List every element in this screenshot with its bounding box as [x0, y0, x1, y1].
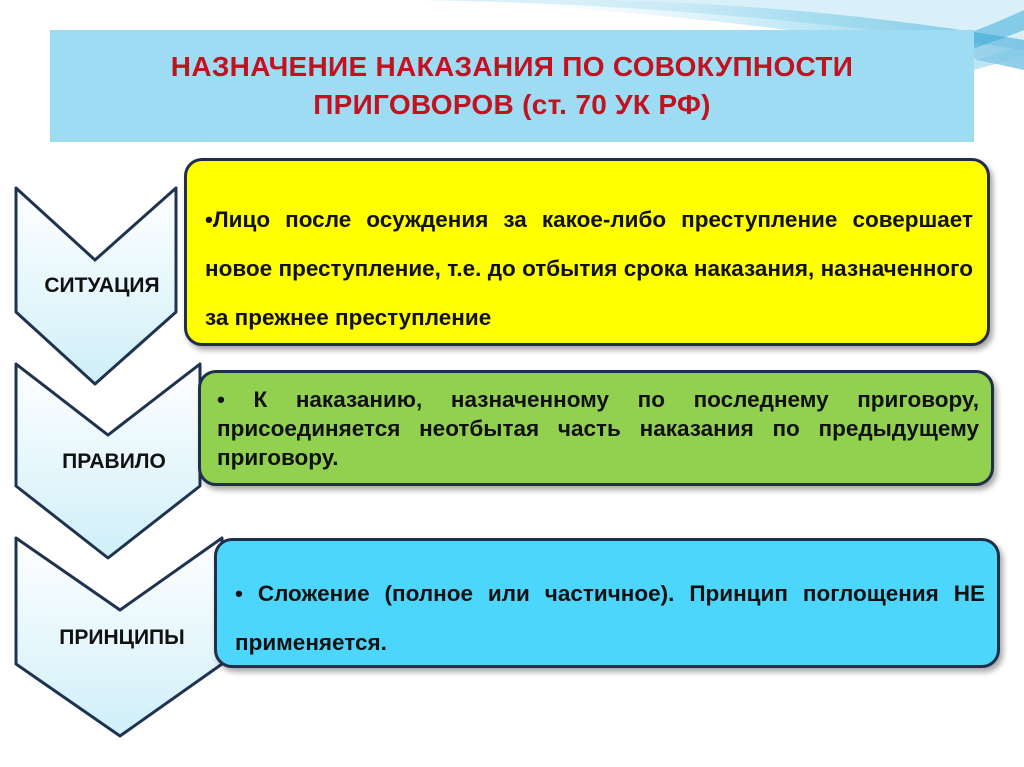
page-title: НАЗНАЧЕНИЕ НАКАЗАНИЯ ПО СОВОКУПНОСТИ ПРИ… [171, 48, 853, 124]
principles-card: • Сложение (полное или частичное). Принц… [214, 538, 1000, 668]
situation-card: •Лицо после осуждения за какое-либо прес… [184, 158, 990, 346]
title-line-1: НАЗНАЧЕНИЕ НАКАЗАНИЯ ПО СОВОКУПНОСТИ [170, 51, 854, 82]
chevron-rule [14, 362, 202, 560]
label-situation: СИТУАЦИЯ [44, 274, 160, 297]
title-line-2: ПРИГОВОРОВ (ст. 70 УК РФ) [313, 89, 711, 120]
chevron-situation [14, 186, 178, 386]
label-principles: ПРИНЦИПЫ [59, 626, 185, 649]
rule-card: • К наказанию, назначенному по последнем… [198, 370, 994, 486]
label-rule: ПРАВИЛО [62, 450, 166, 473]
title-banner: НАЗНАЧЕНИЕ НАКАЗАНИЯ ПО СОВОКУПНОСТИ ПРИ… [50, 30, 974, 142]
